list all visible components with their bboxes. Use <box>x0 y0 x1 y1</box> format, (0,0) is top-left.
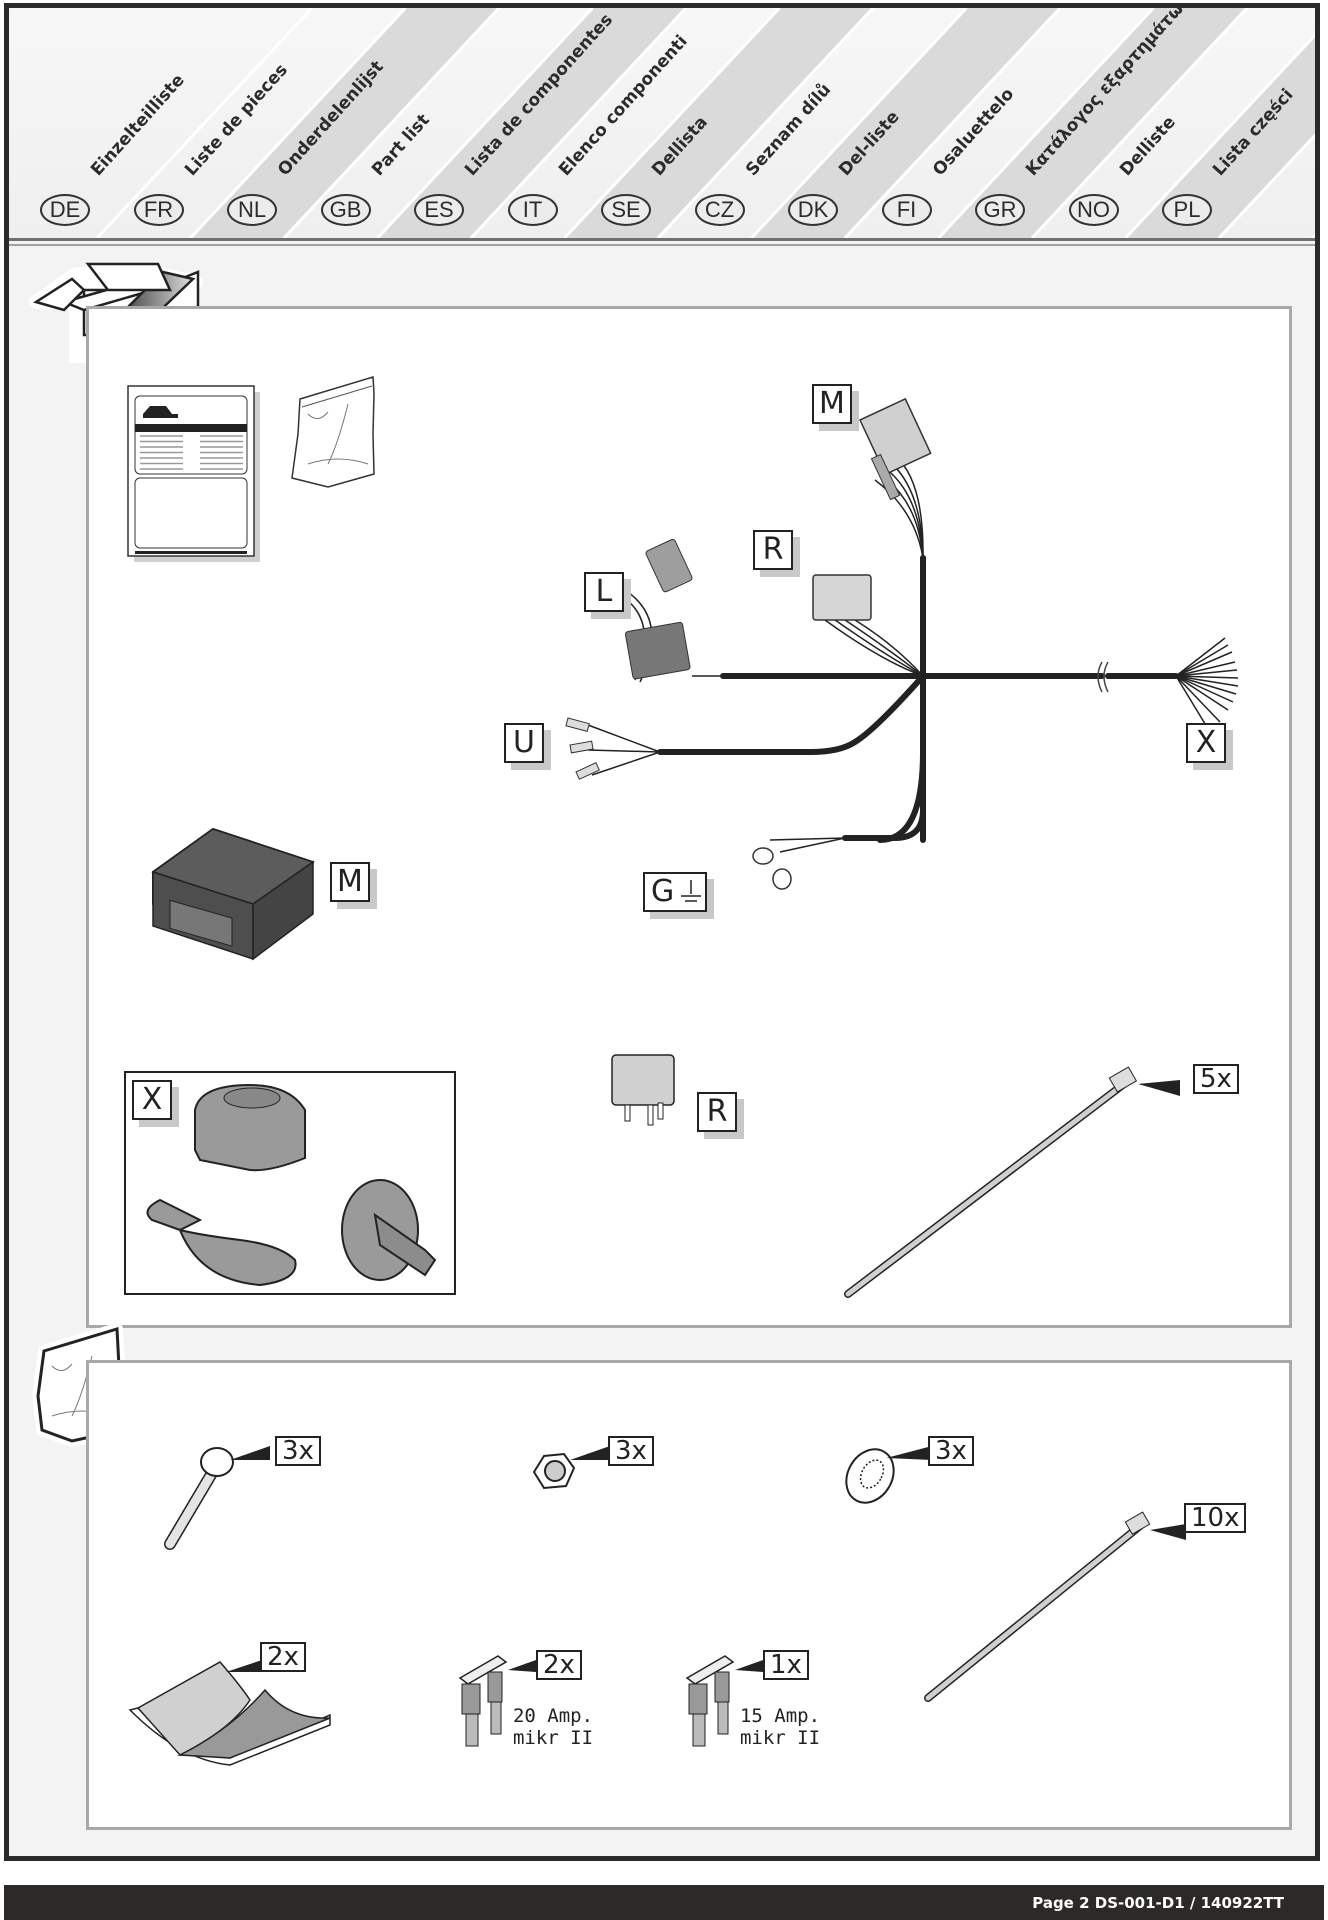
header-stripe-divider <box>656 8 875 238</box>
label-module: M <box>330 862 370 902</box>
ground-letter: G <box>651 874 675 909</box>
screw-quantity-box: 3x <box>275 1436 321 1466</box>
cable-tie-small-quantity-box: 10x <box>1184 1503 1247 1533</box>
label-module-connector: M <box>812 384 852 424</box>
header-divider <box>9 238 1315 241</box>
nut-icon <box>532 1446 610 1490</box>
fuse-15a-label: 15 Amp. mikr II <box>735 1705 825 1749</box>
cable-tie-small-icon <box>924 1511 1186 1702</box>
fuse-15a-icon <box>685 1655 763 1747</box>
language-code-badge: FI <box>881 194 932 226</box>
language-code-badge: PL <box>1162 194 1212 226</box>
language-code-badge: NL <box>227 194 277 226</box>
language-code-badge: GB <box>320 194 371 226</box>
cable-tie-icon <box>844 1066 1180 1298</box>
footer-document-id: Page 2 DS-001-D1 / 140922TT <box>1032 1894 1284 1912</box>
wiring-harness-diagram <box>565 397 1239 890</box>
language-code-badge: CZ <box>694 194 745 226</box>
label-relay-connector: R <box>753 530 793 570</box>
language-code-badge: GR <box>975 194 1025 226</box>
language-code-badge: FR <box>133 194 184 226</box>
fuse-20a-icon <box>458 1655 536 1747</box>
adhesive-pad-icon <box>128 1658 331 1766</box>
header-divider-secondary <box>9 244 1315 246</box>
washer-quantity-box: 3x <box>928 1436 974 1466</box>
header-stripe-divider <box>750 8 968 238</box>
header-stripe-divider <box>843 8 1062 238</box>
fuse-15a-rating: 15 Amp. <box>739 1705 821 1727</box>
label-socket: X <box>132 1080 172 1120</box>
header-stripe-divider <box>1124 33 1315 238</box>
header-stripe <box>751 8 1060 238</box>
instruction-sheet-icon <box>127 385 260 562</box>
label-socket-wires: X <box>1186 723 1226 763</box>
nut-quantity-box: 3x <box>608 1436 654 1466</box>
label-ground: G <box>643 872 707 912</box>
header-stripe-divider <box>95 8 314 238</box>
language-code-badge: ES <box>414 194 464 226</box>
fuse-20a-type: mikr II <box>512 1727 594 1749</box>
header-stripe <box>938 8 1247 238</box>
fuse-20a-quantity-box: 2x <box>536 1650 582 1680</box>
fuse-20a-rating: 20 Amp. <box>512 1705 594 1727</box>
fuse-15a-quantity-box: 1x <box>763 1650 809 1680</box>
language-code-badge: DE <box>40 194 90 226</box>
header-stripe-divider <box>189 8 407 238</box>
label-relay: R <box>697 1092 737 1132</box>
header-stripe-divider <box>376 8 594 238</box>
adhesive-pad-quantity-box: 2x <box>260 1642 306 1672</box>
washer-icon <box>845 1446 932 1504</box>
plastic-bag-icon <box>291 376 375 488</box>
language-code-badge: SE <box>601 194 651 226</box>
relay-icon <box>611 1054 675 1126</box>
header-stripe <box>190 8 499 238</box>
header-stripe-divider <box>282 8 501 238</box>
label-lamp-connector: L <box>584 572 624 612</box>
language-code-badge: NO <box>1068 194 1119 226</box>
header-stripe-divider <box>469 8 688 238</box>
label-u-terminals: U <box>504 723 544 763</box>
header-stripe-divider <box>1217 133 1315 238</box>
screw-icon <box>164 1446 270 1550</box>
trailer-socket-parts-icon <box>146 1083 437 1287</box>
fuse-20a-label: 20 Amp. mikr II <box>508 1705 598 1749</box>
header-stripe <box>377 8 686 238</box>
language-code-badge: IT <box>507 194 558 226</box>
control-module-icon <box>151 827 315 961</box>
fuse-15a-type: mikr II <box>739 1727 821 1749</box>
header-stripe-divider <box>1030 8 1249 238</box>
page-footer: Page 2 DS-001-D1 / 140922TT <box>4 1885 1324 1920</box>
header-stripes <box>95 8 1315 238</box>
ground-symbol-icon <box>681 880 701 902</box>
header-stripe-divider <box>937 8 1155 238</box>
language-code-badge: DK <box>788 194 838 226</box>
cable-tie-quantity-box: 5x <box>1193 1064 1239 1094</box>
header-stripe <box>564 8 873 238</box>
header-stripe-divider <box>563 8 781 238</box>
